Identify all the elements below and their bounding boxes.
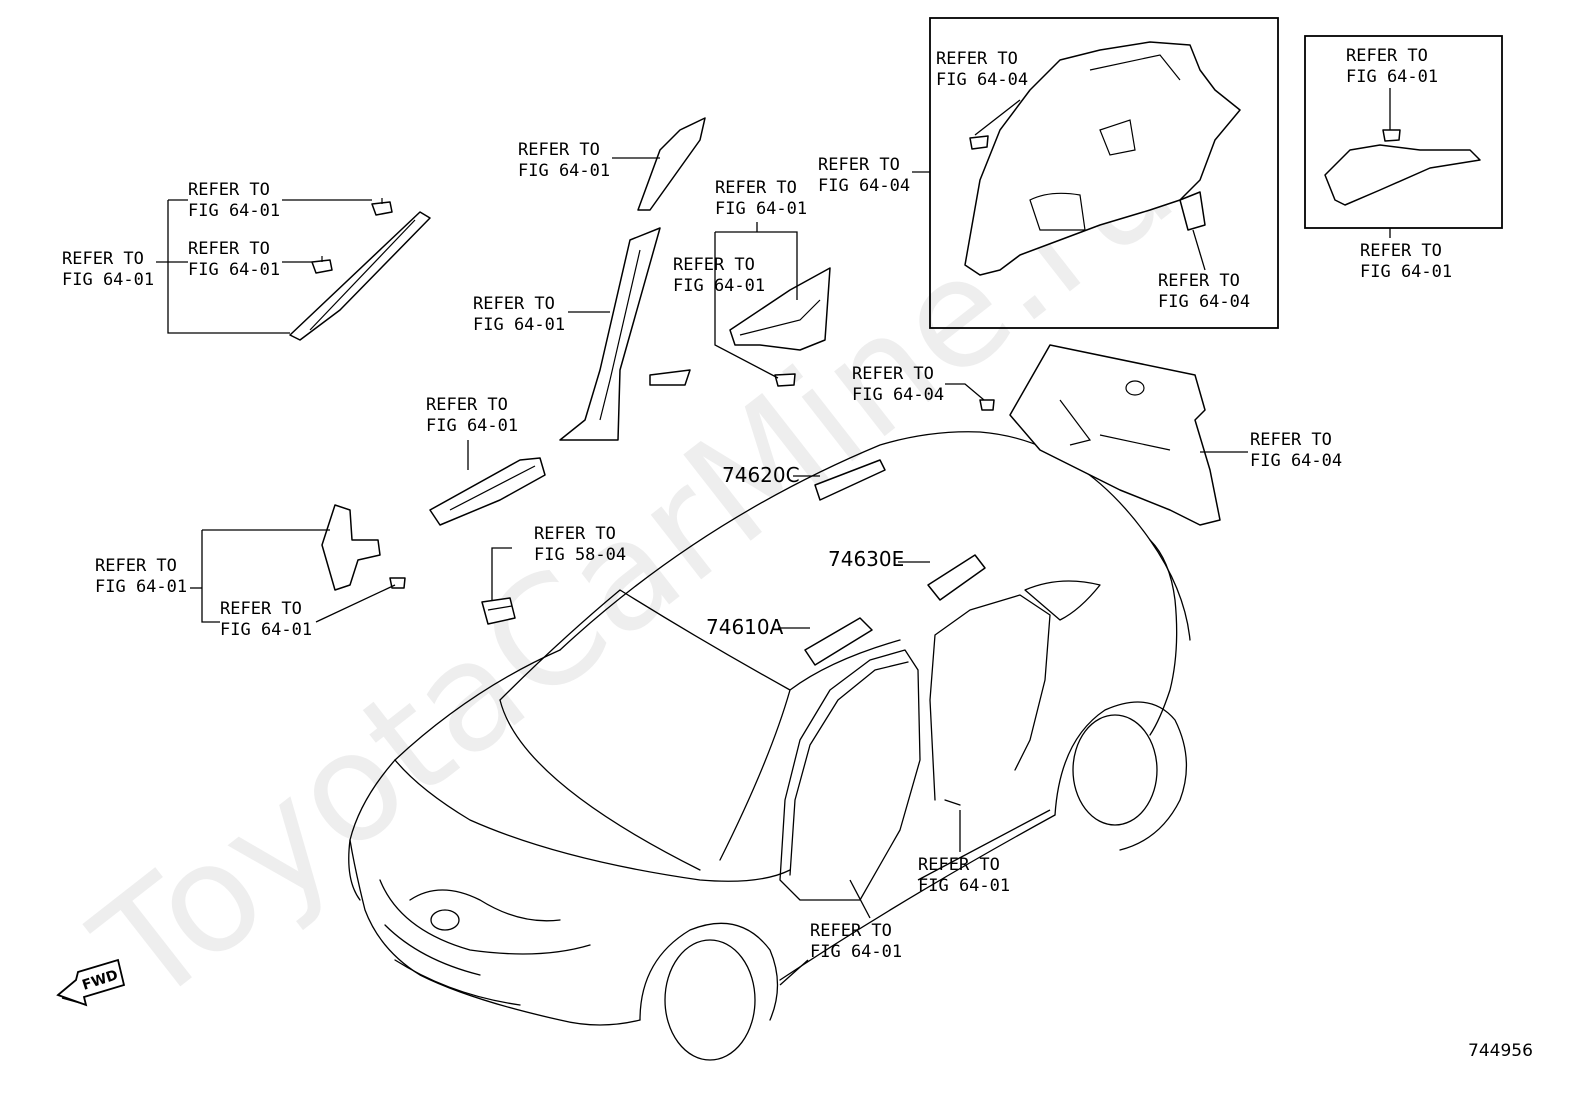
part-number-label[interactable]: 74630E — [828, 547, 904, 571]
ref-label: FIG 64-01 — [188, 260, 280, 280]
ref-label: FIG 64-01 — [426, 416, 518, 436]
ref-label: FIG 64-01 — [1346, 67, 1438, 87]
ref-label: REFER TO — [95, 556, 177, 576]
ref-label: REFER TO — [852, 364, 934, 384]
leader-lines — [156, 88, 1391, 986]
ref-label: REFER TO — [62, 249, 144, 269]
part-number-label[interactable]: 74620C — [722, 463, 800, 487]
rear-quarter-trim-box-part — [964, 41, 1241, 276]
assist-grip-74630e-part — [927, 554, 986, 601]
ref-label: FIG 64-01 — [673, 276, 765, 296]
ref-label: REFER TO — [188, 239, 270, 259]
ref-label: FIG 64-01 — [810, 942, 902, 962]
ref-label: FIG 64-01 — [1360, 262, 1452, 282]
quarter-trim-small-box-frame — [1304, 35, 1503, 229]
ref-label: REFER TO — [473, 294, 555, 314]
ref-label: REFER TO — [220, 599, 302, 619]
front-door-weatherstrip-part — [779, 649, 921, 901]
clip-icon — [979, 399, 995, 411]
ref-label: REFER TO — [936, 49, 1018, 69]
quarter-trim-box-frame — [929, 17, 1279, 329]
ref-label: REFER TO — [1158, 271, 1240, 291]
rear-door-weatherstrip-part — [929, 594, 1051, 801]
ref-label: FIG 64-01 — [220, 620, 312, 640]
a-pillar-garnish-part — [289, 211, 431, 341]
ref-label: FIG 64-04 — [818, 176, 910, 196]
clip-icon — [311, 256, 333, 274]
ref-label: REFER TO — [715, 178, 797, 198]
ref-label: REFER TO — [518, 140, 600, 160]
ref-label: REFER TO — [810, 921, 892, 941]
ref-label: FIG 64-04 — [1250, 451, 1342, 471]
front-pillar-upper-trim-part — [637, 117, 706, 211]
car-body-outline — [348, 431, 1191, 1061]
cowl-side-trim-part — [321, 504, 381, 591]
ref-label: FIG 64-04 — [936, 70, 1028, 90]
ref-label: FIG 58-04 — [534, 545, 626, 565]
ref-label: FIG 64-01 — [95, 577, 187, 597]
ref-label: REFER TO — [1250, 430, 1332, 450]
ref-label: FIG 64-01 — [62, 270, 154, 290]
assist-grip-74610a-part — [804, 617, 873, 666]
ref-label: REFER TO — [818, 155, 900, 175]
ref-label: REFER TO — [534, 524, 616, 544]
ref-label: REFER TO — [1346, 46, 1428, 66]
ref-label: REFER TO — [918, 855, 1000, 875]
ref-label: FIG 64-01 — [918, 876, 1010, 896]
ref-label: REFER TO — [1360, 241, 1442, 261]
ref-label: FIG 64-04 — [852, 385, 944, 405]
clip-icon — [969, 135, 989, 150]
part-number-label[interactable]: 74610A — [706, 615, 784, 639]
figure-number: 744956 — [1468, 1041, 1533, 1061]
ref-label: FIG 64-04 — [1158, 292, 1250, 312]
ref-label: REFER TO — [426, 395, 508, 415]
clip-icon — [1382, 129, 1401, 142]
switch-part — [481, 597, 516, 625]
ref-label: FIG 64-01 — [715, 199, 807, 219]
ref-label: FIG 64-01 — [188, 201, 280, 221]
ref-label: FIG 64-01 — [518, 161, 610, 181]
front-door-scuff-plate-part — [429, 457, 546, 526]
ref-label: REFER TO — [188, 180, 270, 200]
ref-label: FIG 64-01 — [473, 315, 565, 335]
back-panel-trim-part — [1009, 344, 1221, 526]
deck-side-cover-part — [1179, 191, 1206, 231]
assist-grip-74620c-part — [814, 459, 886, 501]
ref-label: REFER TO — [673, 255, 755, 275]
fwd-arrow-icon: FWD — [56, 958, 126, 1007]
clip-icon — [774, 373, 796, 387]
clip-icon — [371, 198, 393, 216]
center-pillar-trim-part — [559, 227, 661, 441]
quarter-trim-small-part — [1324, 144, 1481, 206]
